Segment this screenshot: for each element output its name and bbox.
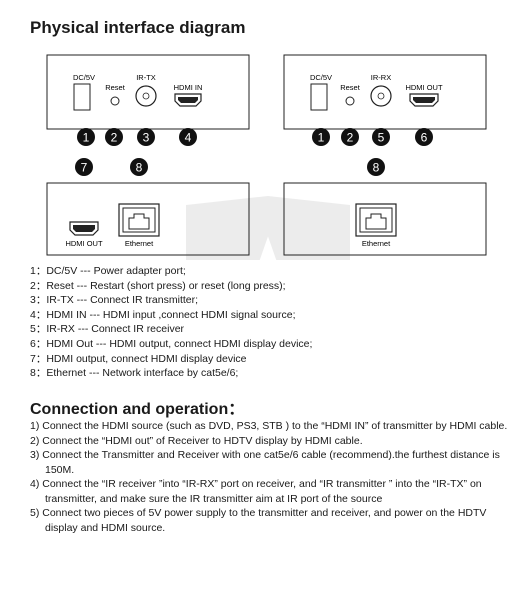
transmitter-bottom-panel [46,182,250,256]
tx-ethernet-port [118,203,160,237]
legend-item: 6：HDMI Out --- HDMI output, connect HDMI… [30,337,313,350]
rx-marker-2: 2 [341,128,359,146]
legend-item: 3：IR-TX --- Connect IR transmitter; [30,294,199,307]
rx-marker-6: 6 [415,128,433,146]
svg-text:7: 7 [81,161,88,175]
tx-marker-1: 1 [77,128,95,146]
tx-label-hdmi-out: HDMI OUT [65,239,102,248]
tx-label-ethernet: Ethernet [125,239,154,248]
svg-text:8: 8 [373,161,380,175]
tx-marker-8: 8 [130,158,148,176]
tx-marker-4: 4 [179,128,197,146]
section-title: Connection and operation： [30,401,245,418]
tx-label-irtx: IR-TX [136,73,156,82]
step-item: 2) Connect the “HDMI out” of Receiver to… [30,434,363,447]
rx-ethernet-port [355,203,397,237]
tx-label-reset: Reset [105,83,126,92]
interface-diagram: DC/5V Reset IR-TX HDMI IN 1 2 3 4 7 8 HD… [46,54,487,260]
step-item: 5) Connect two pieces of 5V power supply… [30,507,487,534]
svg-text:5: 5 [378,131,385,145]
page-title: Physical interface diagram [30,18,246,37]
step-item: 3) Connect the Transmitter and Receiver … [30,449,500,476]
rx-marker-8: 8 [367,158,385,176]
legend-item: 5：IR-RX --- Connect IR receiver [30,323,185,336]
rx-label-dc5v: DC/5V [310,73,332,82]
tx-dc5v-port [73,83,91,111]
rx-label-reset: Reset [340,83,361,92]
rx-dc5v-port [310,83,328,111]
rx-label-hdmi-out: HDMI OUT [405,83,442,92]
svg-text:6: 6 [421,131,428,145]
svg-text:3: 3 [143,131,150,145]
tx-marker-7: 7 [75,158,93,176]
svg-text:2: 2 [111,131,118,145]
rx-marker-5: 5 [372,128,390,146]
operation-steps: 1) Connect the HDMI source (such as DVD,… [30,419,510,535]
rx-marker-1: 1 [312,128,330,146]
rx-reset-button [345,96,355,106]
svg-text:2: 2 [347,131,354,145]
legend-item: 1：DC/5V --- Power adapter port; [30,265,186,277]
port-legend: 1：DC/5V --- Power adapter port; 2：Reset … [30,264,312,381]
svg-text:1: 1 [83,131,90,145]
receiver-bottom-panel [283,182,487,256]
rx-label-ethernet: Ethernet [362,239,391,248]
svg-text:1: 1 [318,131,325,145]
legend-item: 2：Reset --- Restart (short press) or res… [30,279,286,292]
rx-irrx-port [370,85,392,107]
tx-marker-2: 2 [105,128,123,146]
legend-item: 8：Ethernet --- Network interface by cat5… [30,367,239,380]
tx-reset-button [110,96,120,106]
svg-text:4: 4 [185,131,192,145]
tx-label-dc5v: DC/5V [73,73,95,82]
step-item: 1) Connect the HDMI source (such as DVD,… [30,420,508,432]
tx-irtx-port [135,85,157,107]
tx-marker-3: 3 [137,128,155,146]
legend-item: 7：HDMI output, connect HDMI display devi… [30,352,247,365]
legend-item: 4：HDMI IN --- HDMI input ,connect HDMI s… [30,308,296,321]
svg-text:8: 8 [136,161,143,175]
tx-label-hdmi-in: HDMI IN [174,83,203,92]
step-item: 4) Connect the “IR receiver ”into “IR-RX… [30,478,482,505]
watermark-logo [186,196,350,260]
rx-label-irrx: IR-RX [371,73,391,82]
